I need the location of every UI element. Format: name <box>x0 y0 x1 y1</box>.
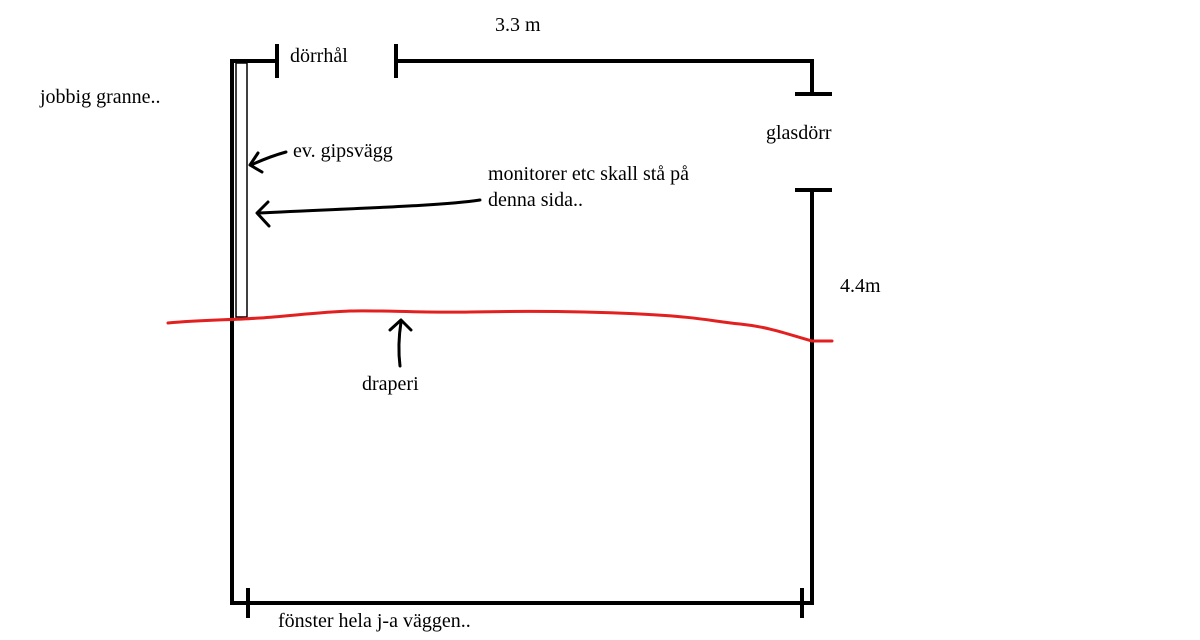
drapery-line <box>166 309 834 343</box>
doorway-ticks <box>275 44 398 78</box>
width-dimension-label: 3.3 m <box>495 14 541 36</box>
drywall-partition <box>235 62 248 318</box>
drywall-arrow <box>248 150 288 174</box>
drapery-label: draperi <box>362 373 419 395</box>
room-walls <box>230 59 814 605</box>
monitors-label-line1: monitorer etc skall stå på <box>488 163 689 185</box>
glass-door-ticks <box>795 92 832 192</box>
length-dimension-label: 4.4m <box>840 275 881 297</box>
drywall-label: ev. gipsvägg <box>293 140 393 162</box>
doorway-label: dörrhål <box>290 45 348 67</box>
monitors-arrow <box>255 198 482 228</box>
monitors-label-line2: denna sida.. <box>488 189 583 211</box>
window-ticks <box>246 588 804 618</box>
glass-door-label: glasdörr <box>766 122 832 144</box>
window-label: fönster hela j-a väggen.. <box>278 610 471 632</box>
drapery-arrow <box>388 318 413 368</box>
neighbor-label: jobbig granne.. <box>39 86 161 108</box>
